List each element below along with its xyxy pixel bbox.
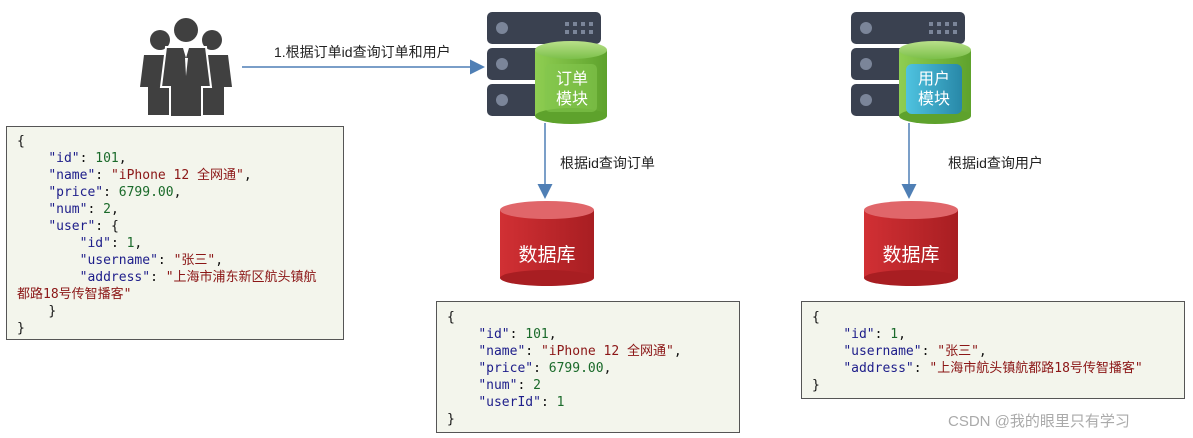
user-module-label: 用户 模块 — [906, 70, 962, 110]
user-database-icon — [864, 201, 958, 286]
code-line: "id": 101, — [478, 327, 557, 342]
code-line: "id": 1, — [79, 236, 143, 251]
label-query-order-user: 1.根据订单id查询订单和用户 — [274, 44, 451, 60]
json-combined-panel: { "id": 101, "name": "iPhone 12 全网通", "p… — [6, 126, 344, 340]
order-module-label: 订单 模块 — [546, 70, 598, 110]
user-module-cylinder-icon — [899, 41, 971, 124]
label-query-order: 根据id查询订单 — [560, 155, 655, 171]
code-line: "name": "iPhone 12 全网通", — [478, 344, 682, 359]
order-module-label-line1: 订单 — [555, 71, 588, 88]
code-line: "userId": 1 — [478, 395, 565, 410]
code-line: } — [48, 304, 57, 319]
code-line: "name": "iPhone 12 全网通", — [48, 168, 252, 183]
code-line: 都路18号传智播客" — [17, 287, 132, 302]
json-user-panel: { "id": 1, "username": "张三", "address": … — [801, 301, 1185, 399]
user-module-label-line2: 模块 — [917, 91, 950, 108]
order-module-cylinder-icon — [535, 41, 607, 124]
user-module-label-line1: 用户 — [917, 71, 950, 88]
code-line: "price": 6799.00, — [478, 361, 612, 376]
users-group-icon — [140, 18, 232, 118]
code-line: "user": { — [48, 219, 119, 234]
code-line: "num": 2, — [48, 202, 119, 217]
code-line: "address": "上海市航头镇航都路18号传智播客" — [843, 361, 1143, 376]
code-line: "username": "张三", — [79, 253, 224, 268]
code-line: "id": 1, — [843, 327, 906, 342]
code-line: "id": 101, — [48, 151, 127, 166]
code-line: "price": 6799.00, — [48, 185, 182, 200]
code-line: { — [17, 134, 25, 149]
code-line: } — [17, 321, 25, 336]
order-module-label-line2: 模块 — [555, 91, 588, 108]
code-line: { — [812, 310, 820, 325]
code-line: "num": 2 — [478, 378, 541, 393]
order-db-label: 数据库 — [518, 245, 576, 266]
code-line: } — [812, 378, 820, 393]
code-line: "username": "张三", — [843, 344, 987, 359]
order-database-icon — [500, 201, 594, 286]
label-query-user: 根据id查询用户 — [948, 155, 1043, 171]
user-db-label: 数据库 — [882, 245, 940, 266]
json-order-panel: { "id": 101, "name": "iPhone 12 全网通", "p… — [436, 301, 740, 433]
watermark: CSDN @我的眼里只有学习 — [948, 413, 1130, 430]
code-line: "address": "上海市浦东新区航头镇航 — [79, 270, 317, 285]
code-line: { — [447, 310, 455, 325]
code-line: } — [447, 412, 455, 427]
